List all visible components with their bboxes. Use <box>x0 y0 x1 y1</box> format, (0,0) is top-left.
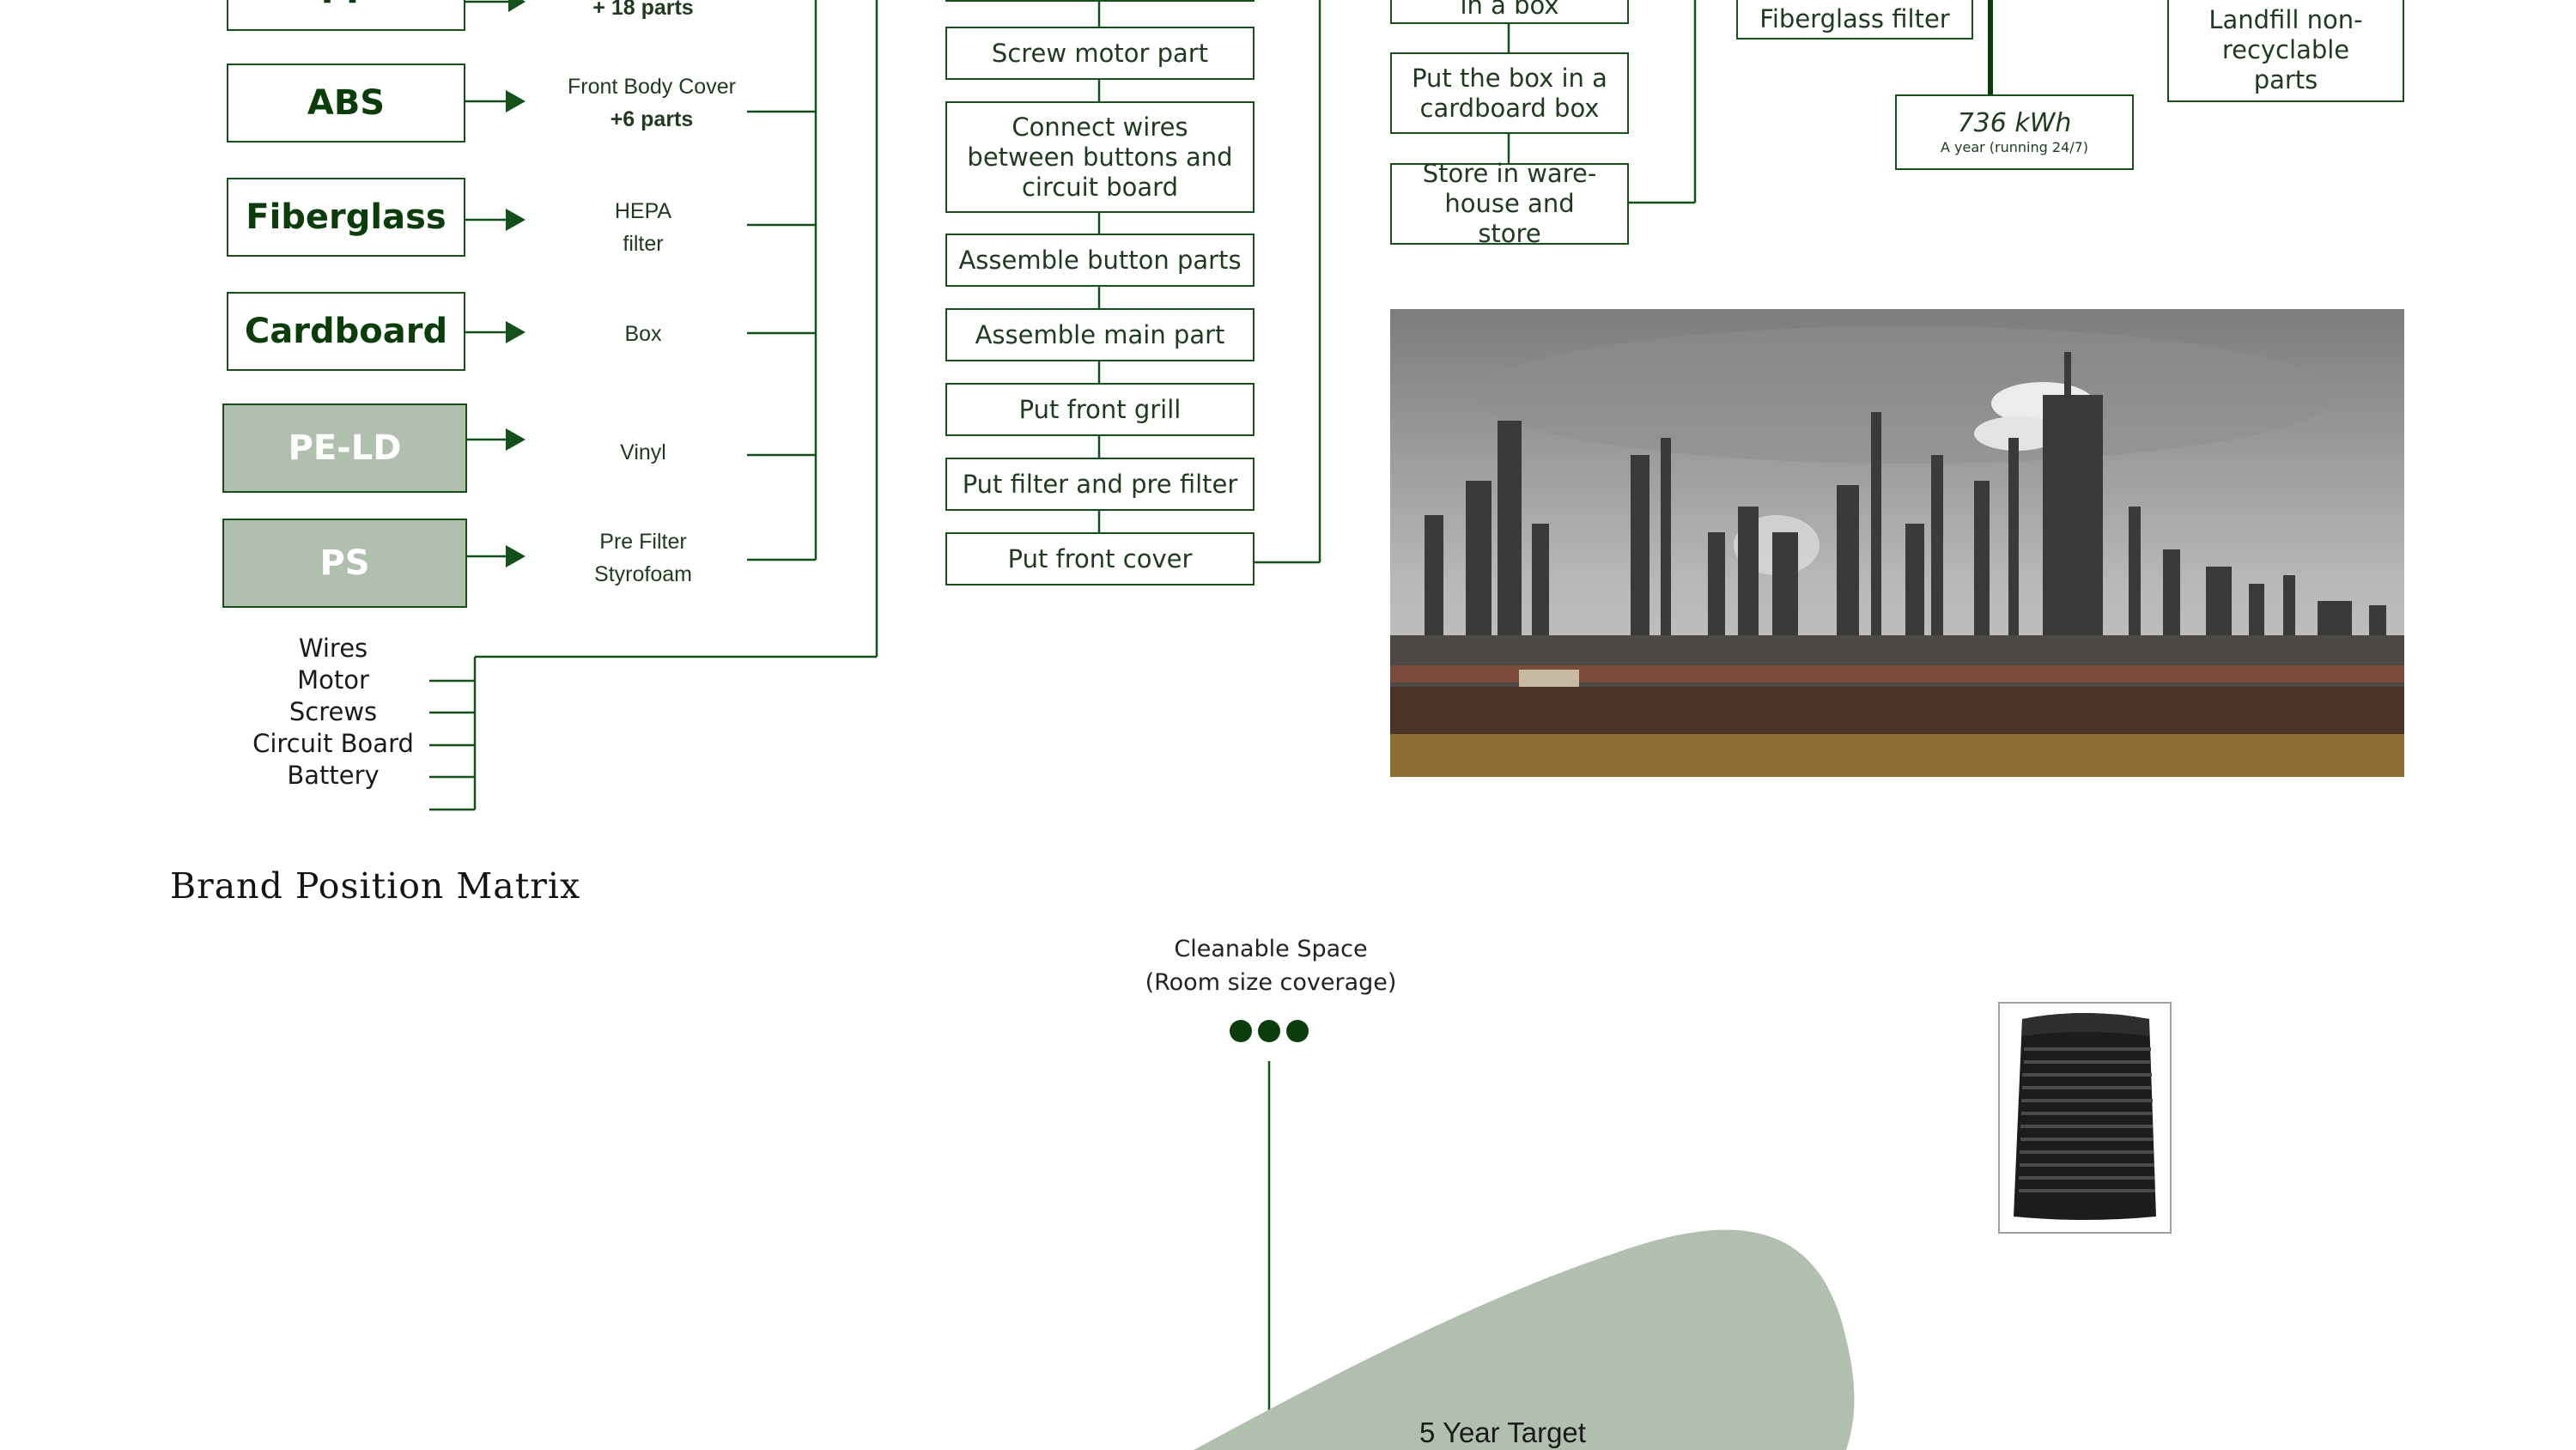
material-box-fiberglass: Fiberglass <box>227 178 465 257</box>
rating-dot <box>1230 1020 1252 1042</box>
assembly-step: Assemble button parts <box>945 234 1255 287</box>
packaging-step: Store in ware-house and store <box>1390 159 1629 248</box>
packaging-step: Put the box in a cardboard box <box>1390 52 1629 134</box>
energy-box: 736 kWh A year (running 24/7) <box>1895 94 2134 170</box>
component-item: Motor <box>297 665 369 695</box>
assembly-step <box>945 0 1255 2</box>
disposal-filter-box: Fiberglass filter <box>1736 0 1973 39</box>
rating-dot <box>1258 1020 1280 1042</box>
component-item: Circuit Board <box>252 729 414 758</box>
disposal-landfill-box: Landfill non-recyclable parts <box>2167 0 2404 102</box>
matrix-axis-label: Cleanable Space (Room size coverage) <box>1145 936 1397 996</box>
assembly-step: Screw motor part <box>945 27 1255 80</box>
air-purifier-image <box>1998 1002 2172 1234</box>
part-label-box: Box <box>624 322 662 346</box>
material-box-pe-ld: PE-LD <box>222 403 467 493</box>
assembly-step: Assemble main part <box>945 308 1255 361</box>
factory-photo <box>1390 309 2404 777</box>
assembly-step: Put front cover <box>945 532 1255 585</box>
target-label: 5 Year Target <box>1419 1417 1586 1448</box>
part-label-abs: Front Body Cover+6 parts <box>568 75 736 131</box>
component-item: Screws <box>289 697 378 726</box>
packaging-step: in a box <box>1390 0 1629 24</box>
material-box-cardboard: Cardboard <box>227 292 465 371</box>
rating-dot <box>1286 1020 1309 1042</box>
component-item: Battery <box>287 761 380 790</box>
material-box-abs: ABS <box>227 64 465 143</box>
assembly-step: Put front grill <box>945 383 1255 436</box>
part-label-pp: + 18 parts <box>592 0 694 20</box>
matrix-title: Brand Position Matrix <box>170 865 581 907</box>
assembly-step: Put filter and pre filter <box>945 458 1255 511</box>
material-box-ps: PS <box>222 519 467 608</box>
assembly-step: Connect wires between buttons and circui… <box>945 101 1255 213</box>
component-list: Wires Motor Screws Circuit Board Battery <box>247 633 419 792</box>
material-box-pp: PP <box>227 0 465 31</box>
target-blob <box>1194 1229 1855 1450</box>
component-item: Wires <box>298 634 368 663</box>
part-label-vinyl: Vinyl <box>620 440 666 464</box>
